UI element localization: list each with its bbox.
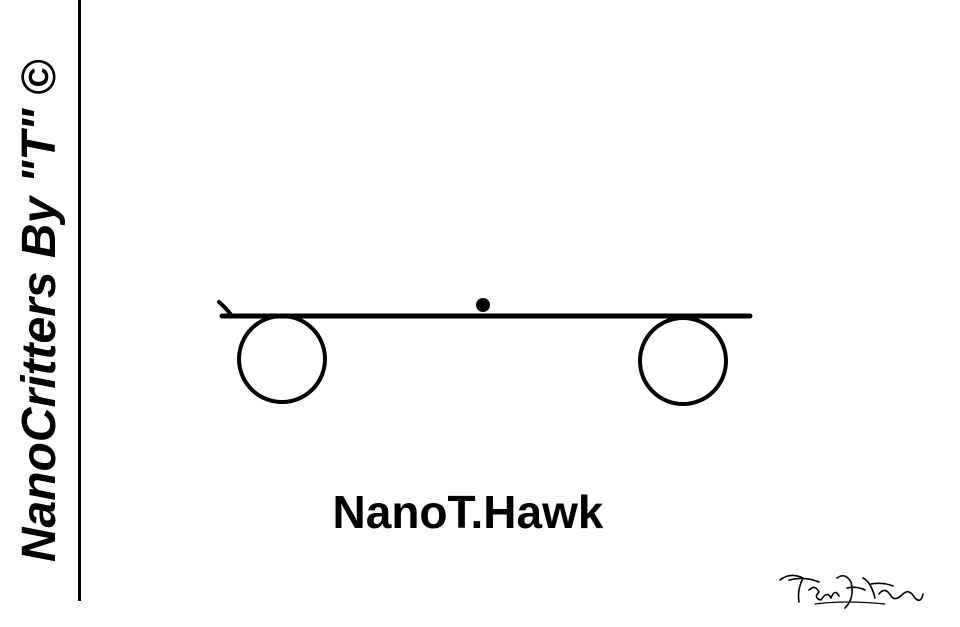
- critter-tail-hook: [217, 300, 234, 318]
- critter-name-caption: NanoT.Hawk: [332, 486, 604, 538]
- critter-left-wheel: [237, 314, 327, 404]
- critter-right-wheel: [638, 316, 728, 406]
- artist-signature: [779, 574, 924, 609]
- vertical-divider: [78, 0, 81, 601]
- critter-eye-dot: [476, 298, 490, 312]
